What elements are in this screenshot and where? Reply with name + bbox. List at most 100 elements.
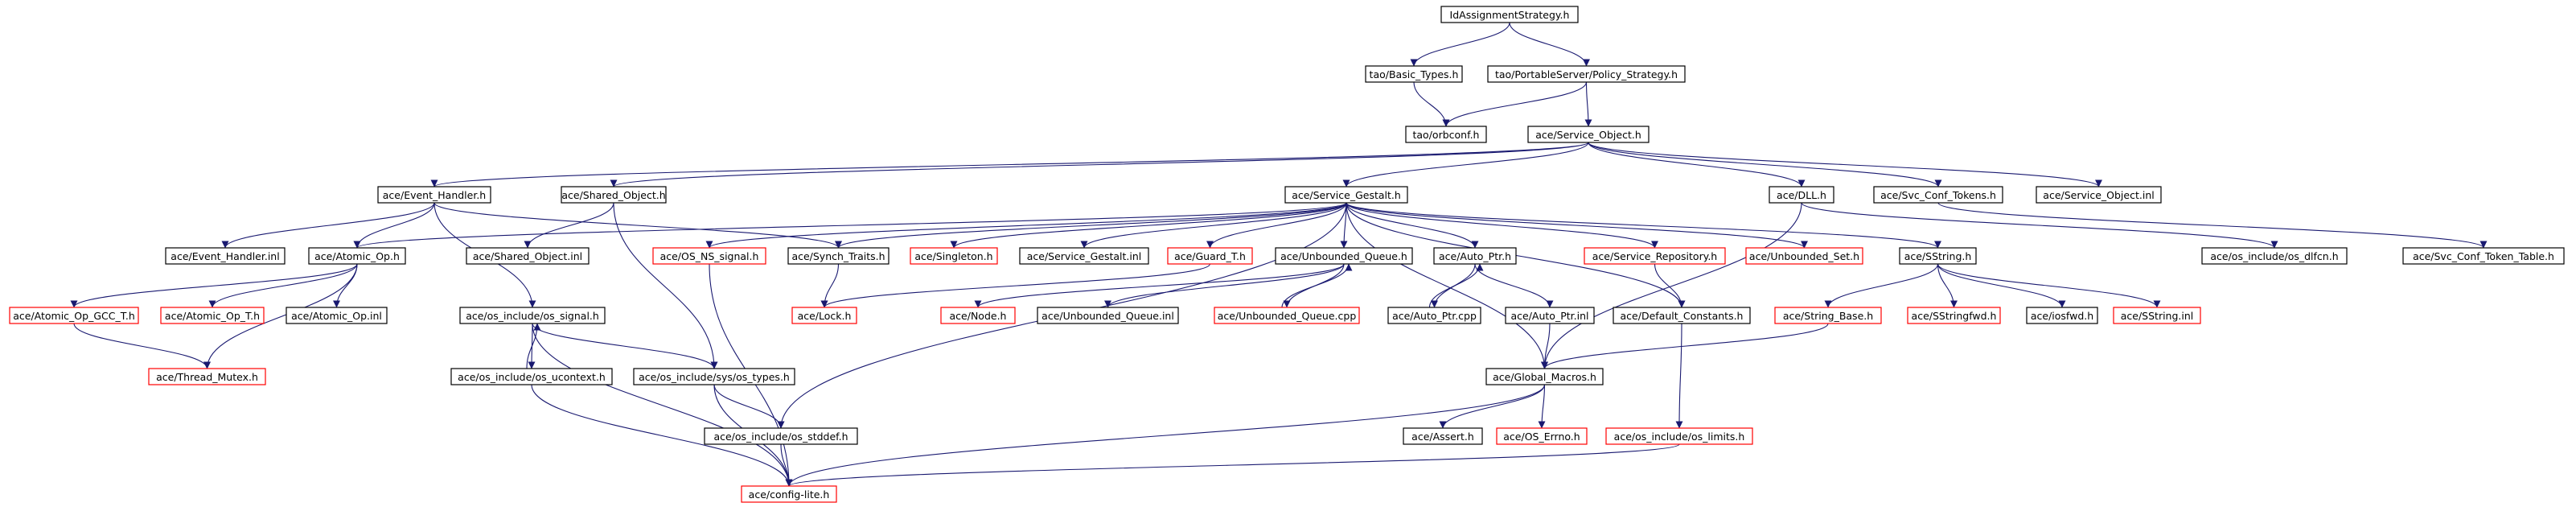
include-edge-dll-to-global_macros [1541,202,1802,369]
graph-node-atomic-op-inl[interactable]: ace/Atomic_Op.inl [286,307,388,324]
graph-node-assert[interactable]: ace/Assert.h [1403,427,1483,445]
node-box [2026,307,2098,324]
graph-node-os-types[interactable]: ace/os_include/sys/os_types.h [633,368,795,385]
graph-node-shared-object-inl[interactable]: ace/Shared_Object.inl [466,247,590,265]
include-edge-os_ucontext-to-os_signal [526,323,541,369]
node-box [165,247,286,265]
node-box [1403,427,1483,445]
node-box [791,307,857,324]
graph-node-global-macros[interactable]: ace/Global_Macros.h [1485,368,1604,385]
graph-node-atomic-op-t[interactable]: ace/Atomic_Op_T.h [160,307,265,324]
include-edge-service_gestalt-to-global_macros [1346,202,1548,369]
graph-node-service-gestalt-inl[interactable]: ace/Service_Gestalt.inl [1019,247,1149,265]
graph-node-singleton[interactable]: ace/Singleton.h [910,247,998,265]
include-edge-sstring-to-string_base [1824,263,1939,308]
graph-node-sstring[interactable]: ace/SString.h [1899,247,1977,265]
graph-node-service-object-inl[interactable]: ace/Service_Object.inl [2036,186,2162,204]
node-box [1433,247,1517,265]
node-label: ace/Unbounded_Queue.inl [1041,310,1174,322]
node-label: ace/Atomic_Op.h [314,250,400,262]
graph-node-iosfwd[interactable]: ace/iosfwd.h [2026,307,2098,324]
graph-node-os-ns-signal[interactable]: ace/OS_NS_signal.h [652,247,766,265]
node-box [652,247,766,265]
node-label: ace/Unbounded_Queue.cpp [1218,310,1357,322]
graph-node-unbounded-queue-inl[interactable]: ace/Unbounded_Queue.inl [1037,307,1179,324]
node-box [1899,247,1977,265]
node-box [1387,307,1481,324]
graph-node-lock[interactable]: ace/Lock.h [791,307,857,324]
node-box [9,307,139,324]
graph-node-auto-ptr-cpp[interactable]: ace/Auto_Ptr.cpp [1387,307,1481,324]
graph-node-service-gestalt[interactable]: ace/Service_Gestalt.h [1284,186,1408,204]
graph-node-atomic-op-gcc[interactable]: ace/Atomic_Op_GCC_T.h [9,307,139,324]
graph-node-atomic-op[interactable]: ace/Atomic_Op.h [308,247,406,265]
include-edge-service_object-to-dll [1588,142,1806,188]
graph-node-root[interactable]: IdAssignmentStrategy.h [1440,6,1579,23]
graph-node-auto-ptr-inl[interactable]: ace/Auto_Ptr.inl [1505,307,1595,324]
graph-node-policy-strategy[interactable]: tao/PortableServer/Policy_Strategy.h [1487,65,1686,83]
node-label: ace/Guard_T.h [1174,250,1246,262]
node-label: ace/SString.h [1904,250,1972,262]
graph-node-unbounded-queue-cpp[interactable]: ace/Unbounded_Queue.cpp [1214,307,1360,324]
include-edge-os_limits-to-config_lite [785,443,1680,487]
node-label: ace/OS_Errno.h [1503,431,1580,443]
node-label: ace/os_include/os_limits.h [1614,431,1745,443]
graph-node-event-handler-inl[interactable]: ace/Event_Handler.inl [165,247,286,265]
node-box [1613,307,1751,324]
graph-node-svc-conf-tokens[interactable]: ace/Svc_Conf_Tokens.h [1873,186,2003,204]
graph-node-thread-mutex[interactable]: ace/Thread_Mutex.h [148,368,266,385]
graph-node-shared-object[interactable]: ace/Shared_Object.h [561,186,667,204]
graph-node-service-repository[interactable]: ace/Service_Repository.h [1584,247,1726,265]
include-edge-sstring-to-iosfwd [1937,263,2066,308]
node-label: ace/iosfwd.h [2031,310,2093,322]
node-label: ace/Unbounded_Set.h [1749,250,1859,262]
node-label: ace/Atomic_Op_T.h [165,310,260,322]
graph-node-unbounded-queue[interactable]: ace/Unbounded_Queue.h [1275,247,1413,265]
graph-node-os-dlfcn[interactable]: ace/os_include/os_dlfcn.h [2201,247,2348,265]
node-label: ace/Synch_Traits.h [791,250,885,262]
graph-node-default-constants[interactable]: ace/Default_Constants.h [1613,307,1751,324]
include-edge-event_handler-to-event_handler_inl [221,202,435,249]
graph-node-service-object[interactable]: ace/Service_Object.h [1527,126,1650,143]
node-label: ace/OS_NS_signal.h [660,250,759,262]
graph-node-node[interactable]: ace/Node.h [940,307,1016,324]
include-edge-service_gestalt-to-atomic_op [353,202,1347,249]
include-edge-atomic_op-to-atomic_op_t [208,263,358,308]
node-label: ace/os_include/os_signal.h [466,310,599,322]
include-edge-shared_object-to-shared_object_inl [524,202,614,249]
include-edge-global_macros-to-os_errno [1538,384,1546,429]
node-box [1605,427,1753,445]
graph-node-event-handler[interactable]: ace/Event_Handler.h [377,186,491,204]
graph-node-sstringfwd[interactable]: ace/SStringfwd.h [1907,307,2001,324]
graph-node-config-lite[interactable]: ace/config-lite.h [741,485,837,503]
node-box [2402,247,2565,265]
graph-node-os-limits[interactable]: ace/os_include/os_limits.h [1605,427,1753,445]
graph-node-os-errno[interactable]: ace/OS_Errno.h [1496,427,1588,445]
graph-node-basic-types[interactable]: tao/Basic_Types.h [1365,65,1463,83]
graph-node-auto-ptr[interactable]: ace/Auto_Ptr.h [1433,247,1517,265]
graph-node-orbconf[interactable]: tao/orbconf.h [1405,126,1487,143]
graph-node-sstring-inl[interactable]: ace/SString.inl [2113,307,2201,324]
node-box [1019,247,1149,265]
graph-node-os-ucontext[interactable]: ace/os_include/os_ucontext.h [450,368,613,385]
graph-node-os-stddef[interactable]: ace/os_include/os_stddef.h [704,427,858,445]
include-edge-unbounded_queue-to-unbounded_queue_inl [1104,263,1345,308]
graph-node-dll[interactable]: ace/DLL.h [1769,186,1834,204]
node-box [1769,186,1834,204]
graph-node-svc-conf-token-table[interactable]: ace/Svc_Conf_Token_Table.h [2402,247,2565,265]
node-label: ace/Assert.h [1411,431,1474,443]
include-edge-synch_traits-to-lock [820,263,840,308]
graph-node-string-base[interactable]: ace/String_Base.h [1774,307,1882,324]
graph-node-synch-traits[interactable]: ace/Synch_Traits.h [787,247,889,265]
include-edge-service_gestalt-to-singleton [950,202,1347,249]
graph-node-guard-t[interactable]: ace/Guard_T.h [1167,247,1253,265]
node-box [1496,427,1588,445]
graph-node-os-signal[interactable]: ace/os_include/os_signal.h [459,307,606,324]
node-label: ace/Node.h [950,310,1007,322]
node-box [1275,247,1413,265]
graph-node-unbounded-set[interactable]: ace/Unbounded_Set.h [1745,247,1863,265]
include-edge-atomic_op_gcc-to-thread_mutex [73,323,211,369]
node-label: tao/PortableServer/Policy_Strategy.h [1495,68,1678,80]
node-label: ace/Global_Macros.h [1493,371,1596,383]
node-box [741,485,837,503]
